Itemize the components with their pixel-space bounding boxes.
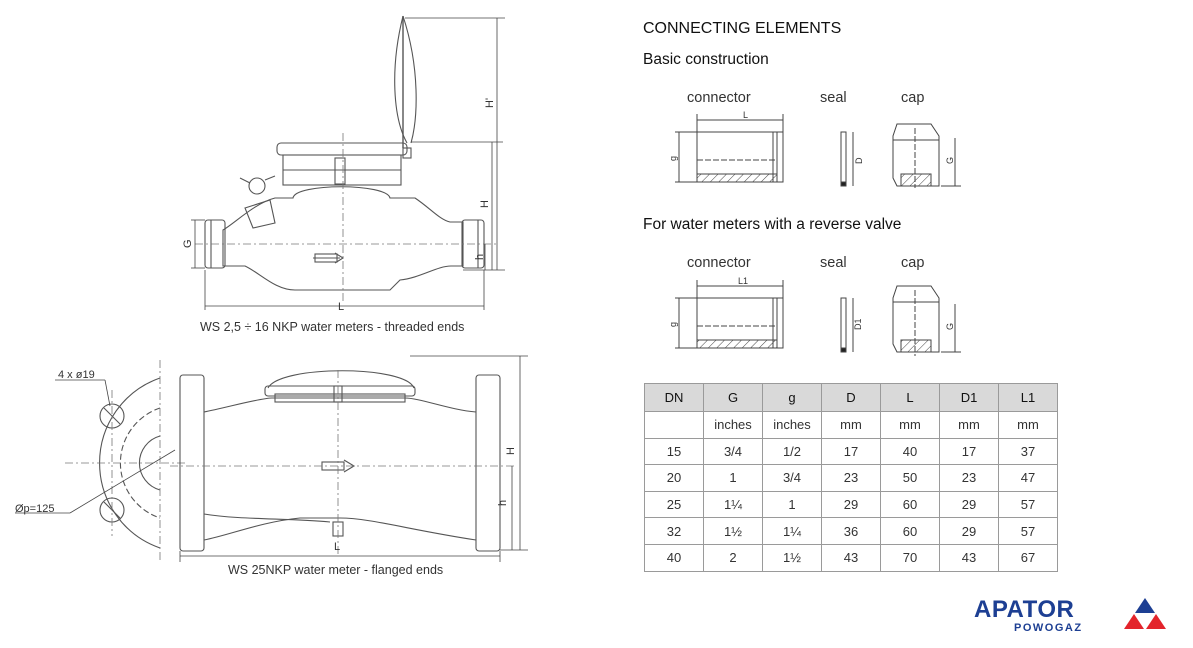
flanged-label-L: L [334, 541, 340, 553]
table-cell: 3/4 [762, 464, 822, 492]
dimensions-table: DN G g D L D1 L1 inches inches mm mm mm … [644, 383, 1058, 572]
table-cell: 1 [762, 490, 822, 519]
unit-cell: mm [998, 411, 1058, 439]
header-cell: L1 [998, 383, 1058, 412]
table-cell: 3/4 [703, 437, 763, 466]
table-cell: 23 [821, 464, 881, 492]
header-cell: g [762, 383, 822, 412]
table-cell: 1¼ [762, 517, 822, 545]
label-h: h [474, 254, 486, 260]
threaded-caption: WS 2,5 ÷ 16 NKP water meters - threaded … [200, 320, 465, 334]
table-cell: 1 [703, 464, 763, 492]
table-cell: 29 [939, 517, 999, 545]
table-cell: 37 [998, 437, 1058, 466]
table-cell: 1½ [703, 517, 763, 545]
header-cell: D [821, 383, 881, 412]
table-cell: 17 [939, 437, 999, 466]
table-cell: 50 [880, 464, 940, 492]
table-cell: 43 [939, 543, 999, 572]
table-header-row: DN G g D L D1 L1 [644, 383, 1058, 412]
basic-dim-D: D [854, 157, 864, 164]
reverse-dim-G: G [945, 323, 955, 330]
label-H: H [479, 200, 491, 208]
header-cell: L [880, 383, 940, 412]
table-cell: 15 [644, 437, 704, 466]
reverse-connector-label: connector [687, 255, 751, 271]
table-cell: 20 [644, 464, 704, 492]
flanged-label-H: H [505, 447, 517, 455]
basic-dim-L: L [743, 110, 748, 120]
table-cell: 1¼ [703, 490, 763, 519]
reverse-valve-title: For water meters with a reverse valve [643, 216, 902, 233]
basic-connector-label: connector [687, 90, 751, 106]
basic-dim-g: g [668, 156, 678, 161]
table-cell: 60 [880, 490, 940, 519]
label-L: L [338, 301, 344, 313]
table-cell: 2 [703, 543, 763, 572]
reverse-dim-L1: L1 [738, 276, 748, 286]
table-row: 20 1 3/4 23 50 23 47 [644, 464, 1058, 492]
table-cell: 70 [880, 543, 940, 572]
table-row: 32 1½ 1¼ 36 60 29 57 [644, 517, 1058, 545]
table-cell: 57 [998, 517, 1058, 545]
label-G: G [182, 239, 194, 248]
table-cell: 40 [644, 543, 704, 572]
header-cell: D1 [939, 383, 999, 412]
reverse-seal-label: seal [820, 255, 847, 271]
table-cell: 40 [880, 437, 940, 466]
table-cell: 25 [644, 490, 704, 519]
table-cell: 47 [998, 464, 1058, 492]
table-cell: 57 [998, 490, 1058, 519]
table-cell: 36 [821, 517, 881, 545]
reverse-dim-D1: D1 [853, 318, 863, 330]
brand-triangle-icon [1124, 598, 1166, 629]
table-cell: 1/2 [762, 437, 822, 466]
basic-seal-label: seal [820, 90, 847, 106]
basic-dim-G: G [945, 157, 955, 164]
table-cell: 60 [880, 517, 940, 545]
basic-cap-label: cap [901, 90, 925, 106]
basic-construction-parts: L g D G [668, 110, 961, 188]
units-row: inches inches mm mm mm mm [644, 411, 1058, 439]
apator-logo: APATOR POWOGAZ [974, 596, 1166, 634]
table-cell: 29 [939, 490, 999, 519]
reverse-dim-g: g [668, 322, 678, 327]
unit-cell: mm [939, 411, 999, 439]
table-row: 40 2 1½ 43 70 43 67 [644, 543, 1058, 572]
connecting-title: CONNECTING ELEMENTS [643, 20, 842, 37]
unit-cell: inches [703, 411, 763, 439]
header-cell: DN [644, 383, 704, 412]
basic-construction-title: Basic construction [643, 51, 769, 68]
flanged-meter-drawing: 4 x ø19 Øp=125 H h L [15, 355, 528, 562]
flanged-label-h: h [497, 500, 509, 506]
label-pitch: Øp=125 [15, 503, 54, 515]
table-row: 15 3/4 1/2 17 40 17 37 [644, 437, 1058, 466]
threaded-meter-drawing: G H' H h L [182, 15, 505, 313]
brand-name: APATOR [974, 596, 1075, 623]
label-H-prime: H' [484, 98, 496, 108]
flanged-caption: WS 25NKP water meter - flanged ends [228, 563, 444, 577]
table-row: 25 1¼ 1 29 60 29 57 [644, 490, 1058, 519]
table-cell: 67 [998, 543, 1058, 572]
table-cell: 32 [644, 517, 704, 545]
unit-cell [644, 411, 704, 439]
reverse-cap-label: cap [901, 255, 925, 271]
unit-cell: mm [821, 411, 881, 439]
table-cell: 17 [821, 437, 881, 466]
table-cell: 23 [939, 464, 999, 492]
unit-cell: mm [880, 411, 940, 439]
header-cell: G [703, 383, 763, 412]
table-cell: 29 [821, 490, 881, 519]
unit-cell: inches [762, 411, 822, 439]
label-bolts: 4 x ø19 [58, 369, 95, 381]
reverse-valve-parts: L1 g D1 G [668, 276, 961, 356]
table-cell: 1½ [762, 543, 822, 572]
brand-sub: POWOGAZ [1014, 622, 1083, 634]
table-cell: 43 [821, 543, 881, 572]
